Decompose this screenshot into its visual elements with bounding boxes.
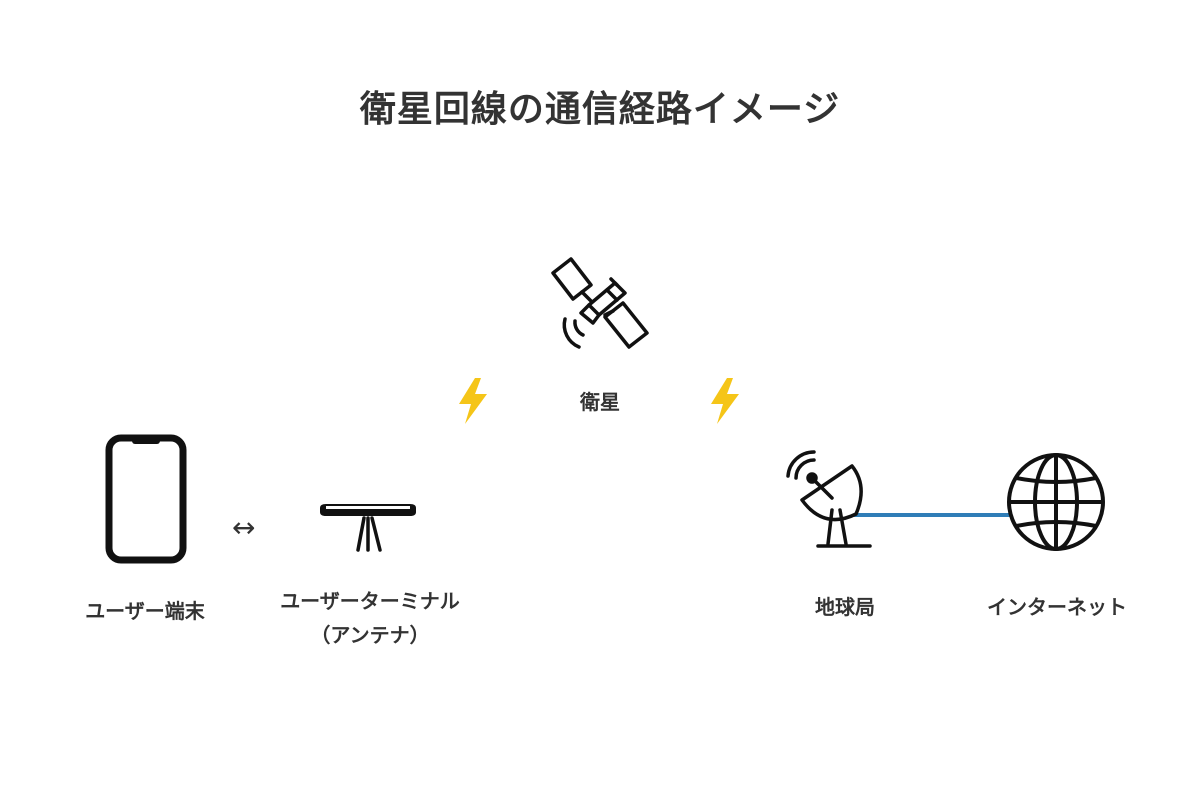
internet-label: インターネット <box>987 595 1127 619</box>
satellite-label: 衛星 <box>580 390 620 414</box>
user-device-label: ユーザー端末 <box>85 599 205 623</box>
satellite-antenna-icon <box>320 504 416 552</box>
user-terminal-label-line1: ユーザーターミナル <box>280 589 460 613</box>
globe-icon <box>1007 453 1105 551</box>
ground-station-label: 地球局 <box>815 595 875 619</box>
page-title: 衛星回線の通信経路イメージ <box>359 89 841 130</box>
user-terminal-label: ユーザーターミナル （アンテナ） <box>250 584 490 652</box>
lightning-icon <box>711 378 739 424</box>
smartphone-icon <box>105 434 187 564</box>
lightning-icon <box>459 378 487 424</box>
satellite-icon <box>551 257 649 349</box>
bidirectional-arrow-icon: ↔ <box>232 511 256 544</box>
network-link-line <box>854 513 1010 517</box>
user-terminal-label-line2: （アンテナ） <box>310 623 430 647</box>
satellite-dish-icon <box>786 450 872 548</box>
